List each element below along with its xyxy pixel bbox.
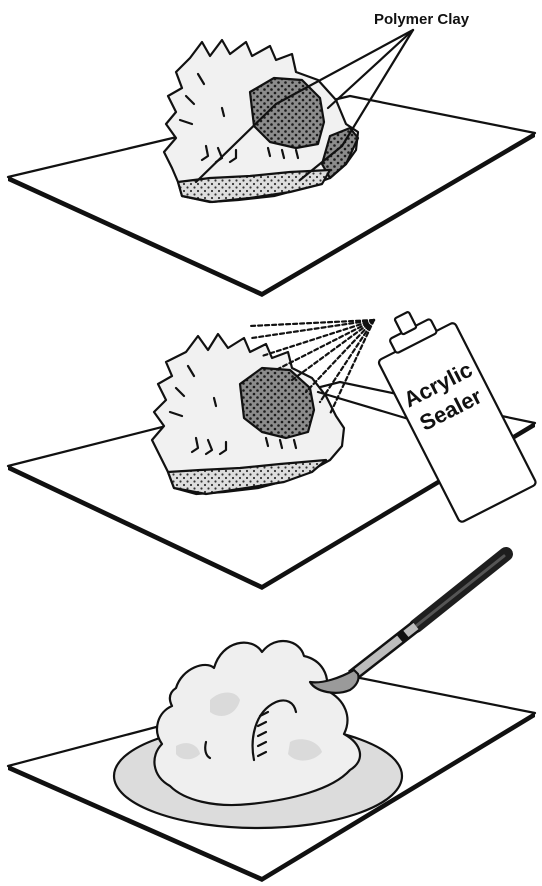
paintbrush-icon xyxy=(310,554,506,693)
brush-handle-highlight xyxy=(416,556,504,626)
step-2-acrylic-sealer: Acrylic Sealer xyxy=(8,295,537,590)
polymer-clay-label: Polymer Clay xyxy=(374,11,470,28)
step-1-polymer-clay: Polymer Clay xyxy=(8,11,535,297)
step-3-brush-coating xyxy=(8,554,535,882)
conch-shell-icon xyxy=(164,40,358,202)
conch-shell-icon xyxy=(152,334,344,494)
coated-shell xyxy=(154,641,360,805)
